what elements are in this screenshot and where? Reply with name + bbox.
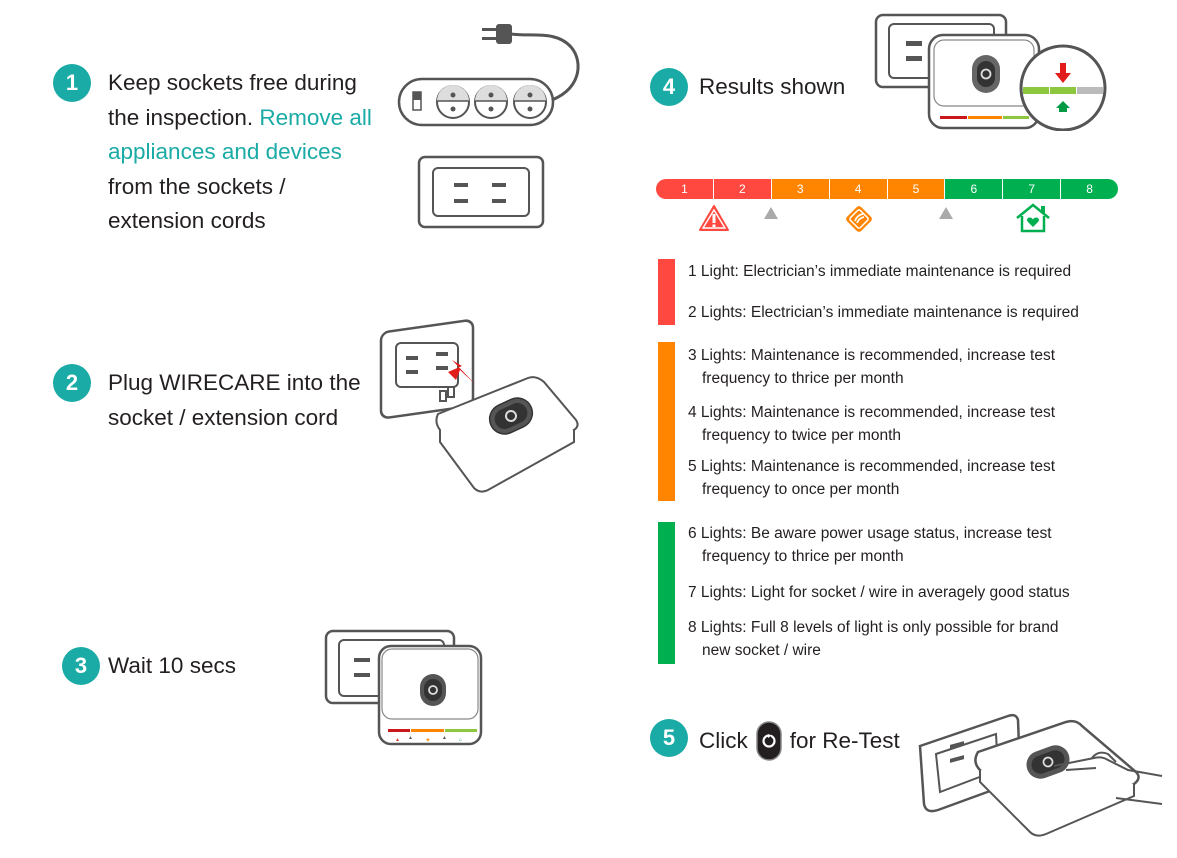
legend-text: 5 Lights: Maintenance is recommended, in… [688, 458, 1056, 475]
plug-in-device-illustration [379, 319, 579, 493]
scale-segment: 2 [713, 179, 772, 199]
divider-arrow-icon [764, 207, 778, 219]
legend-text: 3 Lights: Maintenance is recommended, in… [688, 347, 1056, 364]
scale-segment: 5 [887, 179, 946, 199]
legend-text: frequency to once per month [702, 480, 900, 498]
step-1-highlight: Remove all [259, 104, 372, 130]
legend-item-2: 2 Lights: Electrician’s immediate mainte… [688, 302, 1079, 325]
step-4-text: Results shown [699, 74, 846, 99]
step-3-badge: 3 [62, 647, 100, 685]
healthy-home-icon [1016, 203, 1050, 233]
wall-socket-illustration [417, 155, 545, 229]
legend-item-7: 7 Lights: Light for socket / wire in ave… [688, 582, 1070, 605]
step-4-badge: 4 [650, 68, 688, 106]
hand-icon [1053, 756, 1163, 805]
svg-text:▲: ▲ [395, 737, 400, 743]
legend-text: frequency to thrice per month [702, 369, 904, 387]
step-1-text: Keep sockets free during the inspection.… [108, 66, 372, 239]
step-3-text: Wait 10 secs [108, 653, 236, 678]
legend-item-1: 1 Light: Electrician’s immediate mainten… [688, 261, 1071, 284]
orange-group-band [658, 342, 675, 501]
red-arrow-icon [1055, 63, 1071, 83]
legend-item-3: 3 Lights: Maintenance is recommended, in… [688, 345, 1055, 390]
step-2-line: Plug WIRECARE into the [108, 370, 361, 395]
scale-segment: 1 [656, 179, 714, 199]
step-1-text-plain: the inspection. [108, 104, 260, 130]
svg-text:⌂: ⌂ [459, 737, 462, 743]
step-1-highlight: appliances and devices [108, 139, 342, 164]
warning-triangle-icon [699, 205, 729, 231]
legend-text: frequency to thrice per month [702, 547, 904, 565]
step-1-badge: 1 [53, 64, 91, 102]
red-group-band [658, 259, 675, 325]
retest-power-icon [756, 721, 782, 761]
step-2-text: Plug WIRECARE into the socket / extensio… [108, 366, 361, 435]
step-5-text-post: for Re-Test [789, 727, 900, 753]
legend-item-6: 6 Lights: Be aware power usage status, i… [688, 523, 1052, 568]
legend-text: frequency to twice per month [702, 426, 902, 444]
scale-segment: 4 [829, 179, 888, 199]
scale-segment: 3 [771, 179, 830, 199]
retest-press-illustration [918, 713, 1163, 837]
healthy-home-icon [1056, 101, 1070, 112]
light-level-scale: 1 2 3 4 5 6 7 8 [656, 179, 1118, 199]
mini-led-bar [388, 729, 477, 732]
scale-segment: 8 [1061, 179, 1118, 199]
green-group-band [658, 522, 675, 664]
red-arrow-icon [448, 360, 476, 385]
legend-text: 1 Light: Electrician’s immediate mainten… [688, 263, 1072, 280]
scale-segment: 7 [1003, 179, 1062, 199]
step-1-line: extension cords [108, 208, 266, 233]
legend-text: new socket / wire [702, 641, 821, 659]
legend-text: 4 Lights: Maintenance is recommended, in… [688, 404, 1056, 421]
svg-text:◈: ◈ [426, 737, 430, 743]
legend-text: 2 Lights: Electrician’s immediate mainte… [688, 304, 1079, 321]
power-strip-illustration [397, 24, 580, 127]
legend-item-5: 5 Lights: Maintenance is recommended, in… [688, 456, 1055, 501]
step-1-line: from the sockets / [108, 173, 286, 199]
legend-item-4: 4 Lights: Maintenance is recommended, in… [688, 402, 1055, 447]
step-5-text-pre: Click [699, 727, 748, 753]
step-1-line: the inspection. Remove all [108, 101, 372, 136]
caution-diamond-icon [846, 206, 872, 232]
plug-icon [482, 24, 512, 44]
divider-arrow-icon [939, 207, 953, 219]
legend-text: 7 Lights: Light for socket / wire in ave… [688, 584, 1070, 601]
svg-text:▲: ▲ [442, 735, 447, 741]
step-5-text: Click for Re-Test [699, 721, 900, 761]
scale-segment: 6 [945, 179, 1004, 199]
step-5-badge: 5 [650, 719, 688, 757]
device-waiting-illustration: ▲ ▲ ◈ ▲ ⌂ [324, 629, 483, 746]
step-2-line: socket / extension cord [108, 404, 339, 430]
results-shown-illustration [874, 13, 1107, 131]
legend-text: 6 Lights: Be aware power usage status, i… [688, 525, 1052, 542]
step-2-badge: 2 [53, 364, 91, 402]
legend-text: 8 Lights: Full 8 levels of light is only… [688, 619, 1059, 636]
legend-item-8: 8 Lights: Full 8 levels of light is only… [688, 617, 1058, 662]
svg-text:▲: ▲ [408, 735, 413, 741]
step-1-line: Keep sockets free during [108, 70, 357, 95]
